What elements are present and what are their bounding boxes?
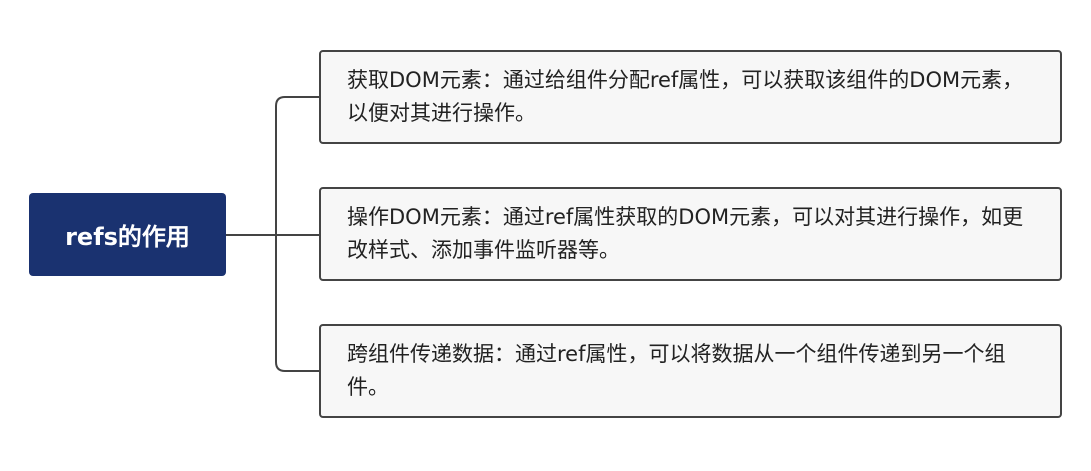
- root-node-label: refs的作用: [65, 223, 190, 251]
- connector-branch-1: [275, 96, 319, 235]
- child-node-operate-dom[interactable]: 操作DOM元素：通过ref属性获取的DOM元素，可以对其进行操作，如更改样式、添…: [319, 187, 1062, 281]
- child-node-text: 获取DOM元素：通过给组件分配ref属性，可以获取该组件的DOM元素，以便对其进…: [347, 68, 1024, 125]
- child-node-get-dom[interactable]: 获取DOM元素：通过给组件分配ref属性，可以获取该组件的DOM元素，以便对其进…: [319, 50, 1062, 144]
- connector-branch-3: [275, 235, 319, 372]
- child-node-text: 操作DOM元素：通过ref属性获取的DOM元素，可以对其进行操作，如更改样式、添…: [347, 205, 1024, 262]
- child-node-pass-data[interactable]: 跨组件传递数据：通过ref属性，可以将数据从一个组件传递到另一个组件。: [319, 324, 1062, 418]
- root-node[interactable]: refs的作用: [29, 193, 226, 276]
- child-node-text: 跨组件传递数据：通过ref属性，可以将数据从一个组件传递到另一个组件。: [347, 342, 1006, 399]
